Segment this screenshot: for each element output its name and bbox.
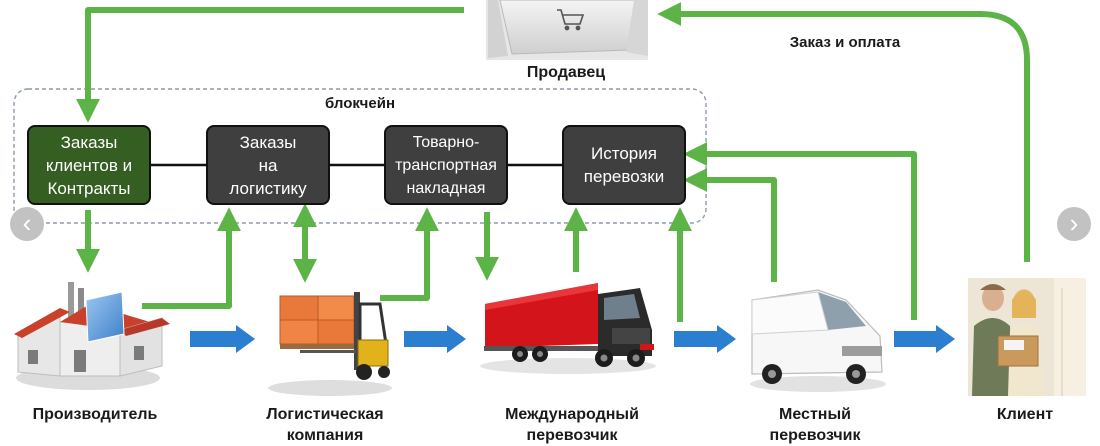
contracts-line-1: Заказы: [60, 132, 118, 152]
arrow-logistics-to-waybill: [380, 207, 439, 301]
arrow-manufacturer-to-logistics-orders: [142, 207, 241, 309]
contracts-box: Заказы клиентов и Контракты: [27, 125, 151, 205]
arrow-client-to-history-upper: [683, 142, 917, 320]
flow-arrows: [190, 325, 955, 353]
client-photo: [968, 278, 1086, 396]
logistics-label-line-2: компания: [286, 427, 364, 444]
logistics-orders-line-2: на: [258, 155, 278, 175]
contracts-line-2: клиентов и: [45, 155, 133, 175]
waybill-line-3: накладная: [406, 179, 486, 197]
intl-carrier-label-line-2: перевозчик: [526, 427, 618, 444]
arrow-seller-to-contracts: [76, 7, 464, 123]
forklift-image: [268, 292, 392, 396]
local-carrier-label: Местный перевозчик: [740, 404, 890, 446]
prev-slide-button[interactable]: ‹: [10, 207, 44, 241]
history-line-2: перевозки: [583, 167, 665, 186]
logistics-label: Логистическая компания: [240, 404, 410, 446]
seller-label: Продавец: [526, 64, 606, 81]
blockchain-label: блокчейн: [324, 95, 396, 112]
order-payment-label: Заказ и оплата: [789, 34, 901, 51]
contracts-line-3: Контракты: [47, 178, 131, 198]
arrow-blue-4: [894, 325, 955, 353]
arrow-blue-1: [190, 325, 255, 353]
logistics-label-line-1: Логистическая: [266, 406, 384, 423]
waybill-line-1: Товарно-: [412, 133, 480, 151]
intl-carrier-label-line-1: Международный: [505, 406, 639, 423]
waybill-line-2: транспортная: [395, 156, 497, 174]
logistics-orders-line-1: Заказы: [239, 132, 297, 152]
arrow-blue-3: [674, 325, 736, 353]
chevron-left-icon: ‹: [22, 208, 32, 238]
arrow-blue-2: [404, 325, 466, 353]
cart-icon: [557, 9, 585, 31]
local-carrier-label-line-2: перевозчик: [769, 427, 861, 444]
logistics-orders-line-3: логистику: [229, 178, 307, 198]
white-van-image: [750, 289, 886, 392]
intl-carrier-label: Международный перевозчик: [482, 404, 662, 446]
local-carrier-label-line-1: Местный: [779, 406, 851, 423]
keyboard-cart-image: [486, 0, 648, 60]
waybill-box: Товарно- транспортная накладная: [384, 125, 508, 205]
manufacturer-label: Производитель: [32, 406, 158, 423]
factory-image: [14, 282, 170, 390]
next-slide-button[interactable]: ›: [1057, 207, 1091, 241]
arrow-local-to-history-lower: [683, 168, 777, 282]
history-line-1: История: [591, 144, 657, 163]
arrow-client-to-seller: [657, 2, 1030, 262]
red-truck-image: [480, 283, 656, 374]
logistics-orders-box: Заказы на логистику: [206, 125, 330, 205]
client-label: Клиент: [996, 406, 1054, 423]
history-box: История перевозки: [562, 125, 686, 205]
chevron-right-icon: ›: [1069, 208, 1079, 238]
